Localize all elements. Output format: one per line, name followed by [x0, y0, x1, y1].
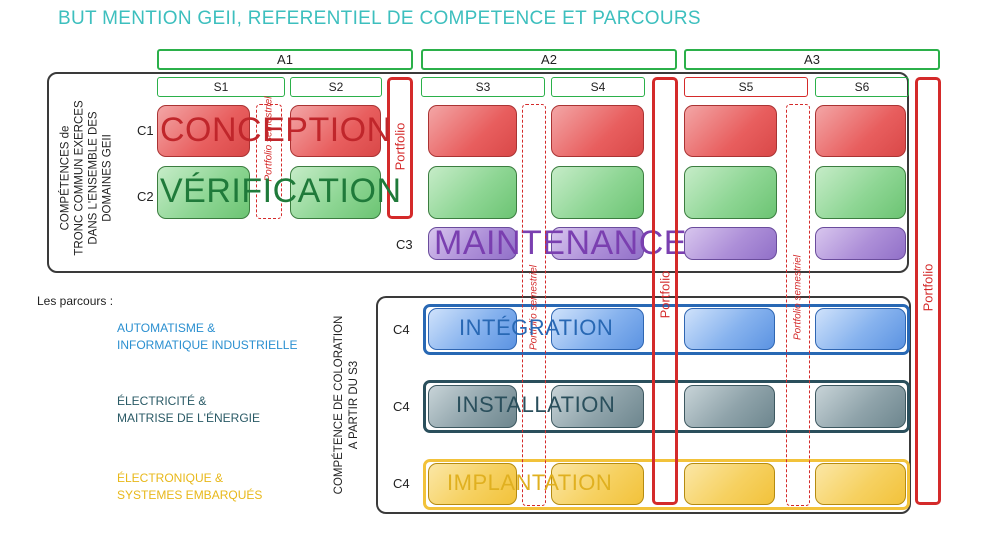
parcours-ese-line: ÉLECTRONIQUE & [117, 471, 224, 485]
semester-header-s4: S4 [551, 77, 645, 97]
competence-maintenance: MAINTENANCE [434, 224, 687, 262]
cell-c3-s6 [815, 227, 906, 260]
semester-header-s3: S3 [421, 77, 545, 97]
semester-label: S3 [475, 80, 491, 94]
cell-c2-s3 [428, 166, 517, 219]
portfolio-box-a1 [387, 77, 413, 219]
cell-c1-s6 [815, 105, 906, 157]
semester-header-s6: S6 [815, 77, 909, 97]
cell-c3-s3 [428, 227, 517, 260]
semester-label: S5 [738, 80, 754, 94]
cell-c3-s4 [551, 227, 644, 260]
portfolio-semestriel-label-a2: Portfolio semestriel [522, 250, 546, 370]
cell-integration-s3 [428, 308, 517, 350]
portfolio-text: Portfolio [657, 270, 673, 319]
cell-c1-s4 [551, 105, 644, 157]
band-installation [423, 380, 910, 433]
year-header-a2: A2 [421, 49, 677, 70]
semester-label: S4 [590, 80, 606, 94]
cell-c2-s2 [290, 166, 381, 219]
competence-conception: CONCEPTION [160, 111, 392, 149]
coloration-frame [376, 296, 911, 514]
cell-integration-s5 [684, 308, 775, 350]
year-label: A1 [277, 52, 293, 67]
parcours-heading: Les parcours : [37, 294, 114, 308]
parcours-eme: ÉLECTRICITÉ & MAITRISE DE L'ÉNERGIE [117, 393, 260, 427]
cell-integration-s4 [551, 308, 644, 350]
parcours-eme-line: MAITRISE DE L'ÉNERGIE [117, 411, 260, 425]
year-label: A2 [541, 52, 557, 67]
parcours-eme-line: ÉLECTRICITÉ & [117, 394, 207, 408]
tronc-label-line: COMPÉTENCES de [59, 125, 72, 231]
parcours-aii: AUTOMATISME & INFORMATIQUE INDUSTRIELLE [117, 320, 297, 354]
tronc-label-line: DOMAINES GEII [101, 134, 114, 222]
cell-installation-s5 [684, 385, 775, 428]
year-header-a3: A3 [684, 49, 940, 70]
portfolio-semestriel-box-a3 [786, 104, 810, 506]
competence-integration: INTÉGRATION [459, 315, 614, 340]
cell-implantation-s6 [815, 463, 906, 505]
portfolio-text: Portfolio [920, 263, 936, 312]
row-label-c4-ese: C4 [393, 476, 410, 491]
parcours-aii-line: AUTOMATISME & [117, 321, 216, 335]
cell-c2-s6 [815, 166, 906, 219]
band-implantation [423, 459, 910, 510]
parcours-ese-line: SYSTEMES EMBARQUÉS [117, 488, 263, 502]
cell-c3-s5 [684, 227, 777, 260]
cell-installation-s3 [428, 385, 517, 428]
cell-c2-s1 [157, 166, 250, 219]
tronc-label-line: TRONC COMMUN EXERCES [73, 100, 86, 256]
portfolio-semestriel-text: Portfolio semestriel [792, 254, 804, 341]
portfolio-label-a2: Portfolio [652, 255, 678, 335]
row-label-c1: C1 [137, 123, 154, 138]
portfolio-box-a3 [915, 77, 941, 505]
parcours-ese: ÉLECTRONIQUE & SYSTEMES EMBARQUÉS [117, 470, 262, 504]
tronc-commun-label: COMPÉTENCES de TRONC COMMUN EXERCES DANS… [40, 80, 132, 265]
row-label-c4-aii: C4 [393, 322, 410, 337]
cell-installation-s6 [815, 385, 906, 428]
semester-label: S6 [854, 80, 870, 94]
cell-c2-s4 [551, 166, 644, 219]
portfolio-label-a3: Portfolio [915, 248, 941, 328]
band-integration [423, 304, 910, 355]
semester-header-s2: S2 [290, 77, 382, 97]
cell-c2-s5 [684, 166, 777, 219]
parcours-aii-line: INFORMATIQUE INDUSTRIELLE [117, 338, 298, 352]
coloration-label-line: COMPÉTENCE DE COLORATION [333, 315, 345, 495]
cell-implantation-s5 [684, 463, 775, 505]
semester-header-s5: S5 [684, 77, 808, 97]
row-label-c2: C2 [137, 189, 154, 204]
competence-implantation: IMPLANTATION [447, 470, 613, 495]
tronc-commun-frame [47, 72, 909, 273]
tronc-label-line: DANS L'ENSEMBLE DES [87, 111, 100, 245]
semester-label: S1 [213, 80, 229, 94]
row-label-c3: C3 [396, 237, 413, 252]
portfolio-semestriel-label-a3: Portfolio semestriel [786, 240, 810, 360]
competence-verification: VÉRIFICATION [160, 172, 402, 210]
year-label: A3 [804, 52, 820, 67]
semester-header-s1: S1 [157, 77, 285, 97]
portfolio-box-a2 [652, 77, 678, 505]
portfolio-semestriel-text: Portfolio semestriel [528, 264, 540, 351]
cell-integration-s6 [815, 308, 906, 350]
cell-implantation-s4 [551, 463, 644, 505]
coloration-label-line: A PARTIR DU S3 [348, 360, 360, 450]
page-title: BUT MENTION GEII, REFERENTIEL DE COMPETE… [58, 8, 701, 29]
cell-implantation-s3 [428, 463, 517, 505]
row-label-c4-eme: C4 [393, 399, 410, 414]
portfolio-semestriel-box-a1 [256, 104, 282, 219]
semester-label: S2 [328, 80, 344, 94]
cell-installation-s4 [551, 385, 644, 428]
cell-c1-s5 [684, 105, 777, 157]
cell-c1-s3 [428, 105, 517, 157]
coloration-label: COMPÉTENCE DE COLORATION A PARTIR DU S3 [322, 300, 372, 510]
portfolio-semestriel-box-a2 [522, 104, 546, 506]
year-header-a1: A1 [157, 49, 413, 70]
cell-c1-s2 [290, 105, 381, 157]
cell-c1-s1 [157, 105, 250, 157]
competence-installation: INSTALLATION [456, 392, 616, 417]
